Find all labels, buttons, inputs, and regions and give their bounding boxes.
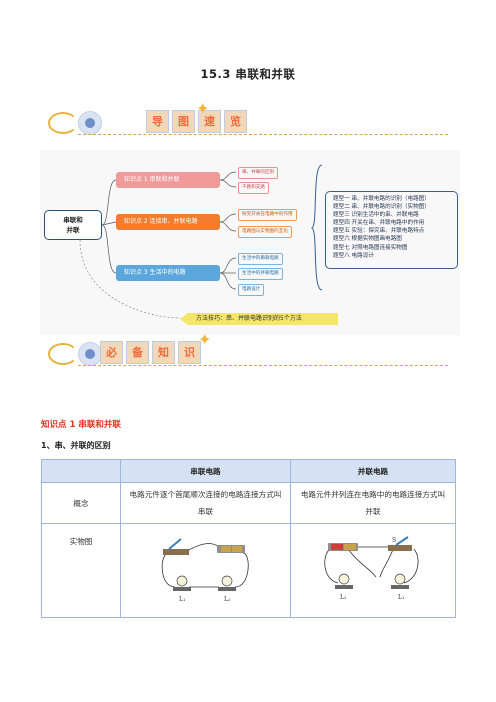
- bulb-base: [218, 586, 237, 591]
- circle-badge-icon: [78, 111, 102, 135]
- bulb-label: L₂: [224, 596, 231, 603]
- question-type: 题型七 对照电路图连接实物图: [333, 244, 408, 251]
- sub-item: 电路图与实物图的互化: [238, 226, 292, 238]
- question-type: 题型三 识别生活中的串、并联电路: [333, 212, 419, 219]
- section-heading: 知识点 1 串联和并联: [41, 420, 121, 430]
- banner-mindmap: 导 图 速 览 ✦: [48, 99, 448, 137]
- table-header: 串联电路: [120, 459, 291, 483]
- banner-char: 识: [178, 341, 201, 364]
- sub-item: 生活中的并联电路: [238, 268, 283, 280]
- mindmap-panel: [40, 150, 460, 335]
- question-type: 题型一 串、并联电路的识别（电路图）: [333, 196, 430, 202]
- table-cell: 电路元件并列连在电路中的电路连接方式叫并联: [289, 482, 457, 524]
- series-circuit-diagram: L₁ L₂: [162, 537, 250, 603]
- banner-char: 必: [100, 341, 123, 364]
- banner-char: 速: [198, 110, 221, 133]
- dashed-divider: [78, 365, 448, 366]
- banner-char: 导: [146, 110, 169, 133]
- question-type: 题型五 实验：探究串、并联电路特点: [333, 228, 425, 235]
- table-cell: 电路元件逐个首尾顺次连接的电路连接方式叫串联: [120, 482, 291, 524]
- bulb-base: [334, 584, 353, 589]
- ring-decoration-icon: [48, 112, 78, 134]
- bulb-label: L₁: [179, 596, 185, 603]
- parallel-circuit-cell: S L₂ L₁: [289, 523, 457, 618]
- sub-item: 探究开关在电路中的作用: [238, 209, 297, 221]
- table-header: [41, 459, 121, 483]
- bulb-icon: [222, 575, 233, 586]
- table-header: 并联电路: [289, 459, 457, 483]
- sub-item: 串、并联的区别: [238, 167, 279, 179]
- bulb-base: [173, 586, 192, 591]
- battery-cell: [232, 545, 243, 552]
- series-definition: 电路元件逐个首尾顺次连接的电路连接方式叫串联: [129, 490, 282, 516]
- switch-base: [163, 548, 190, 555]
- knowledge-point-1: 知识点 1 串联和并联: [116, 172, 220, 188]
- parallel-definition: 电路元件并列连在电路中的电路连接方式叫并联: [300, 490, 446, 516]
- bulb-label: L₂: [340, 594, 347, 601]
- row-label: 实物图: [41, 523, 121, 618]
- root-line: 串联和: [63, 216, 83, 224]
- knowledge-point-3: 知识点 3 生活中的电路: [116, 265, 220, 281]
- comparison-table: 串联电路 并联电路 概念 电路元件逐个首尾顺次连接的电路连接方式叫串联 电路元件…: [41, 459, 457, 618]
- section-subheading: 1、串、并联的区别: [41, 441, 111, 450]
- banner-char: 图: [172, 110, 195, 133]
- question-type: 题型二 串、并联电路的识别（实物图）: [333, 204, 430, 211]
- method-tip: 方法技巧：串、并联电路识别的5个方法: [180, 313, 338, 325]
- document-title: 15.3 串联和并联: [200, 67, 296, 81]
- banner-char: 备: [126, 341, 149, 364]
- circle-badge-icon: [78, 342, 102, 366]
- mindmap-root: 串联和 并联: [44, 210, 102, 240]
- series-circuit-cell: L₁ L₂: [120, 523, 291, 618]
- bulb-icon: [177, 575, 188, 586]
- battery-cell: [221, 545, 232, 552]
- banner-char: 知: [152, 341, 175, 364]
- bulb-icon: [394, 573, 406, 584]
- sub-item: 电路设计: [238, 284, 265, 296]
- question-type: 题型六 根据实物图画电路图: [333, 236, 402, 243]
- sub-item: 生活中的串联电路: [238, 253, 283, 265]
- battery-cell: [330, 543, 343, 550]
- dashed-divider: [78, 134, 448, 135]
- sparkle-icon: ✦: [198, 330, 212, 349]
- question-types-box: 题型一 串、并联电路的识别（电路图） 题型二 串、并联电路的识别（实物图） 题型…: [325, 191, 458, 269]
- sparkle-icon: ✦: [196, 99, 210, 118]
- bulb-label: L₁: [398, 594, 404, 601]
- banner-char: 览: [224, 110, 247, 133]
- ring-decoration-icon: [48, 343, 78, 365]
- question-type: 题型四 开关在串、并联电路中的作用: [333, 220, 425, 227]
- banner-knowledge: 必 备 知 识 ✦: [48, 330, 448, 368]
- row-label: 概念: [41, 482, 121, 524]
- parallel-circuit-diagram: S L₂ L₁: [324, 535, 419, 601]
- bulb-icon: [338, 573, 350, 584]
- bulb-base: [390, 584, 409, 589]
- battery-cell: [343, 543, 356, 550]
- sub-item: 干路和支路: [238, 182, 269, 194]
- question-type: 题型八 电路设计: [333, 252, 374, 259]
- knowledge-point-2: 知识点 2 连接串、并联电路: [116, 214, 220, 230]
- root-line: 并联: [66, 226, 80, 234]
- switch-handle: [395, 535, 409, 546]
- switch-handle: [168, 537, 183, 550]
- switch-base: [387, 544, 412, 551]
- switch-label: S: [392, 537, 396, 544]
